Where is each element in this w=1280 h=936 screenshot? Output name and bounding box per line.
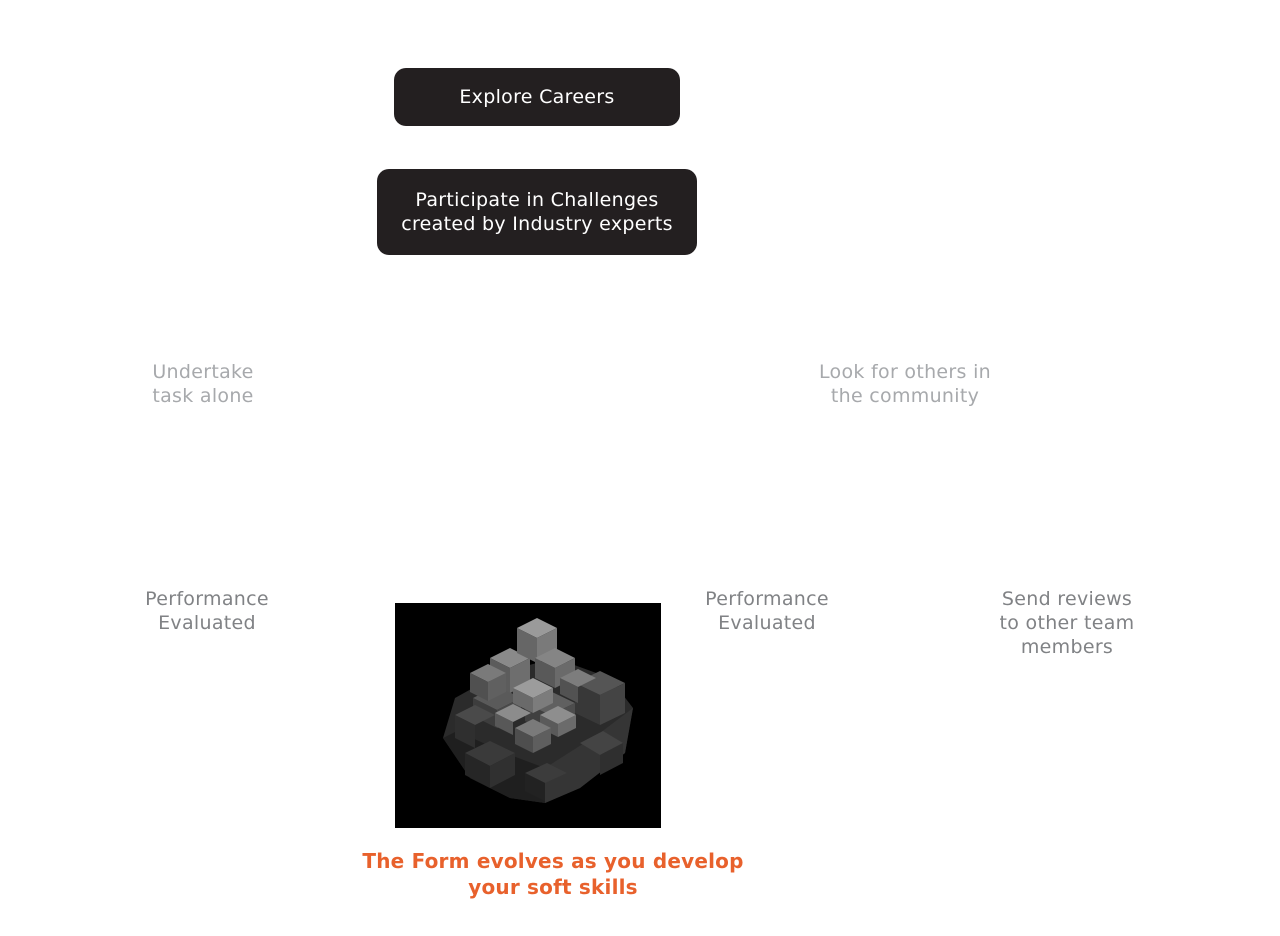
perf-right-line1: Performance [705,588,829,610]
caption-line1: The Form evolves as you develop [362,849,744,873]
undertake-alone-node: Undertake task alone [118,360,288,408]
voxel-cube-form-icon [395,603,661,828]
undertake-line1: Undertake [152,361,254,383]
performance-evaluated-right-node: Performance Evaluated [672,587,862,635]
form-evolves-caption: The Form evolves as you develop your sof… [343,848,763,900]
performance-evaluated-left-node: Performance Evaluated [112,587,302,635]
perf-left-line1: Performance [145,588,269,610]
reviews-line1: Send reviews [1001,588,1133,610]
challenges-label-line2: created by Industry experts [401,213,673,235]
explore-careers-button[interactable]: Explore Careers [394,68,680,126]
reviews-line3: members [1020,636,1114,658]
look-for-line2: the community [830,385,980,407]
participate-challenges-button[interactable]: Participate in Challenges created by Ind… [377,169,697,255]
explore-careers-label: Explore Careers [459,86,615,108]
caption-line2: your soft skills [468,875,638,899]
challenges-label-line1: Participate in Challenges [415,189,659,211]
look-for-community-node: Look for others in the community [790,360,1020,408]
undertake-line2: task alone [152,385,254,407]
reviews-line2: to other team [999,612,1135,634]
perf-right-line2: Evaluated [718,612,816,634]
send-reviews-node: Send reviews to other team members [972,587,1162,659]
perf-left-line2: Evaluated [158,612,256,634]
look-for-line1: Look for others in [819,361,991,383]
